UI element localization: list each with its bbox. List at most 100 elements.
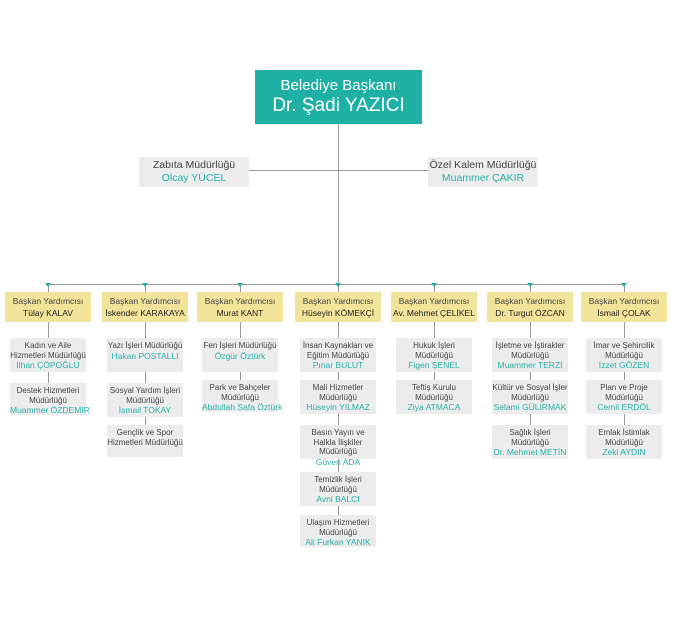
side-unit-zabita: Zabıta Müdürlüğü Olcay YÜCEL: [139, 157, 249, 187]
unit-title: Kültür ve Sosyal İşler Müdürlüğü: [492, 383, 568, 402]
unit-title: Hukuk İşleri Müdürlüğü: [413, 341, 455, 360]
department-head-name: Hüseyin KÖMEKÇİ: [301, 308, 375, 318]
unit-title: Fen İşleri Müdürlüğü: [203, 341, 277, 350]
unit-person: Figen ŞENEL: [408, 360, 460, 370]
department-role: Başkan Yardımcısı: [588, 296, 660, 306]
unit-person: Güven ADA: [315, 456, 361, 467]
unit-box: Gençlik ve Spor Hizmetleri Müdürlüğü: [107, 425, 183, 457]
department-head-name: Tülay KALAV: [23, 308, 73, 318]
department-head-name: İsmail ÇOLAK: [597, 308, 651, 318]
department-role: Başkan Yardımcısı: [109, 296, 181, 306]
unit-person: İzzet GÖZEN: [598, 360, 650, 370]
department-head-name: İskender KARAKAYA: [105, 308, 185, 318]
department-role: Başkan Yardımcısı: [204, 296, 276, 306]
side-unit-person: Olcay YÜCEL: [161, 172, 227, 184]
unit-title: Park ve Bahçeler Müdürlüğü: [209, 383, 271, 402]
unit-title: Teftiş Kurulu Müdürlüğü: [411, 383, 457, 402]
department-role: Başkan Yardımcısı: [398, 296, 470, 306]
side-unit-person: Muammer ÇAKIR: [441, 172, 525, 184]
side-unit-title: Zabıta Müdürlüğü: [152, 159, 236, 171]
trunk-line: [338, 124, 339, 284]
unit-title: Gençlik ve Spor Hizmetleri Müdürlüğü: [107, 428, 183, 447]
unit-person: Özgür Öztürk: [214, 350, 266, 361]
unit-title: Kadın ve Aile Hizmetleri Müdürlüğü: [10, 341, 86, 360]
side-unit-title: Özel Kalem Müdürlüğü: [429, 159, 537, 171]
connector-arrow-icon: [45, 283, 51, 287]
department-role: Başkan Yardımcısı: [12, 296, 84, 306]
side-connector-line: [248, 170, 428, 171]
unit-person: Hüseyin YILMAZ: [306, 402, 370, 412]
unit-title: Mali Hizmetler Müdürlüğü: [312, 383, 364, 402]
unit-title: İşletme ve İştirakler Müdürlüğü: [495, 341, 565, 360]
unit-title: Ulaşım Hizmetleri Müdürlüğü: [306, 518, 370, 537]
unit-person: Avni BALCI: [316, 494, 360, 504]
unit-title: Emlak İstimlak Müdürlüğü: [598, 428, 650, 447]
unit-title: Basın Yayın ve Halkla İlişkiler Müdürlüğ…: [311, 428, 365, 456]
mayor-name: Dr. Şadi YAZICI: [272, 95, 405, 116]
unit-title: Destek Hizmetleri Müdürlüğü: [16, 386, 80, 405]
unit-person: Cemil ERDÖL: [597, 402, 651, 412]
unit-person: İsmail TOKAY: [118, 405, 172, 415]
unit-person: Ali Furkan YANIK: [305, 537, 371, 547]
unit-person: Ziya ATMACA: [407, 402, 461, 412]
unit-person: Dr. Mehmet METİN: [493, 447, 567, 457]
department-role: Başkan Yardımcısı: [302, 296, 374, 306]
unit-person: Zeki AYDIN: [602, 447, 646, 457]
mayor-role: Belediye Başkanı: [280, 77, 397, 94]
connector-arrow-icon: [621, 283, 627, 287]
department-head-name: Dr. Turgut ÖZCAN: [495, 308, 565, 318]
unit-title: İnsan Kaynakları ve Eğitim Müdürlüğü: [302, 341, 374, 360]
unit-person: İlhan ÇÖPOĞLU: [16, 360, 80, 370]
department-head-name: Murat KANT: [216, 308, 264, 318]
mayor-box: Belediye Başkanı Dr. Şadi YAZICI: [255, 70, 422, 124]
unit-box: Basın Yayın ve Halkla İlişkiler Müdürlüğ…: [300, 425, 376, 467]
connector-arrow-icon: [527, 283, 533, 287]
unit-title: İmar ve Şehircilik Müdürlüğü: [593, 341, 655, 360]
unit-title: Sosyal Yardım İşleri Müdürlüğü: [109, 386, 181, 405]
department-role: Başkan Yardımcısı: [494, 296, 566, 306]
unit-person: Hakan POSTALLI: [111, 350, 179, 361]
unit-person: Muammer ÖZDEMİR: [10, 405, 90, 415]
unit-person: Selami GÜLIRMAK: [493, 402, 567, 412]
unit-title: Plan ve Proje Müdürlüğü: [600, 383, 648, 402]
connector-arrow-icon: [431, 283, 437, 287]
connector-arrow-icon: [237, 283, 243, 287]
unit-person: Pınar BULUT: [312, 360, 364, 370]
department-drop-line: [434, 284, 435, 390]
connector-arrow-icon: [142, 283, 148, 287]
unit-title: Temizlik İşleri Müdürlüğü: [314, 475, 362, 494]
unit-title: Yazı İşleri Müdürlüğü: [107, 341, 183, 350]
side-unit-ozel-kalem: Özel Kalem Müdürlüğü Muammer ÇAKIR: [428, 157, 538, 187]
department-head-name: Av. Mehmet ÇELİKEL: [393, 308, 475, 318]
connector-arrow-icon: [335, 283, 341, 287]
unit-title: Sağlık İşleri Müdürlüğü: [509, 428, 551, 447]
unit-person: Abdullah Safa Öztürk: [202, 402, 283, 412]
department-drop-line: [240, 284, 241, 390]
